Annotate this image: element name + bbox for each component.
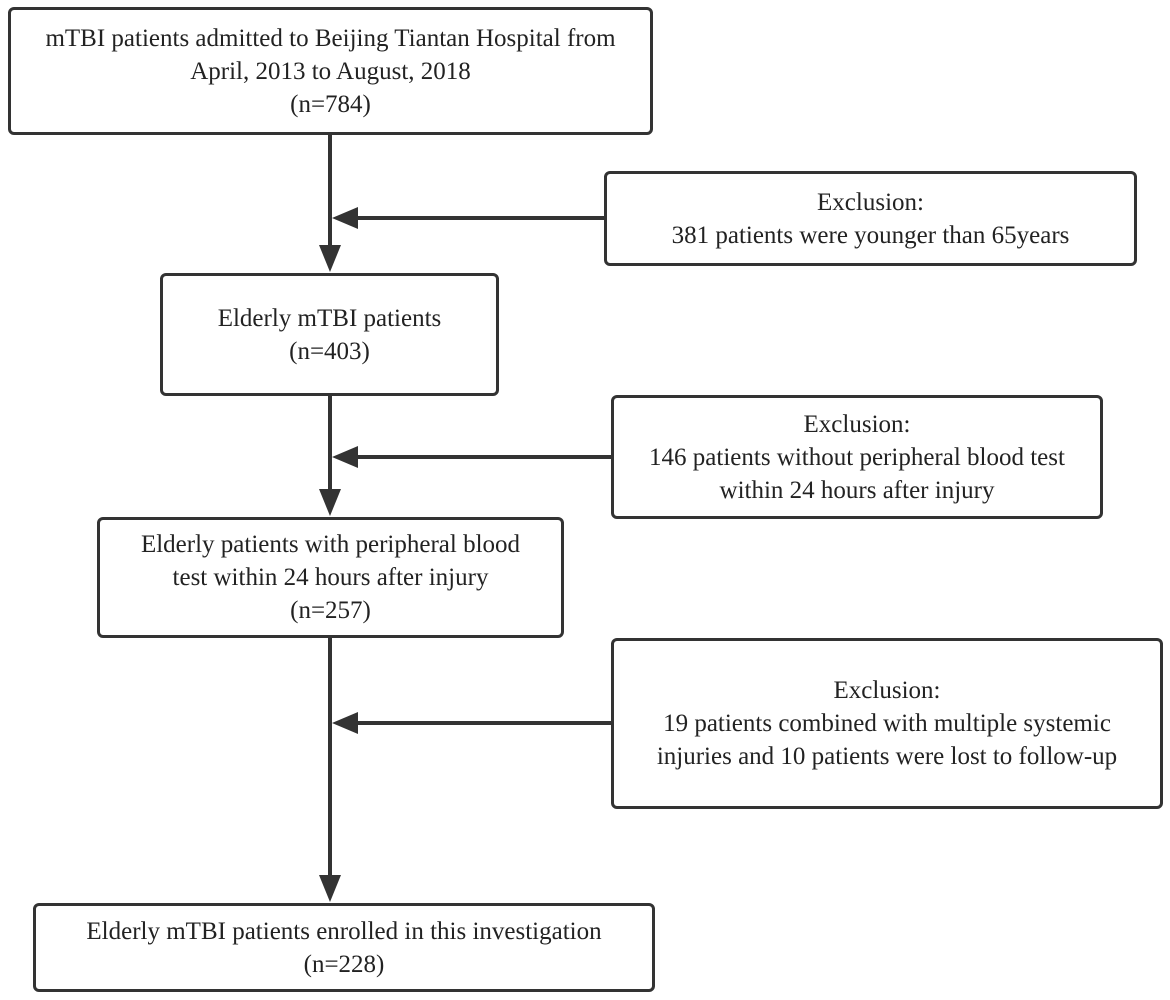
exclusion-box-age: Exclusion: 381 patients were younger tha… <box>604 171 1137 266</box>
exclusion-text: within 24 hours after injury <box>719 476 995 504</box>
arrowhead-left-3 <box>332 712 358 734</box>
step-box-elderly: Elderly mTBI patients (n=403) <box>160 273 499 396</box>
step-box-blood-test: Elderly patients with peripheral blood t… <box>97 517 564 638</box>
exclusion-box-injuries: Exclusion: 19 patients combined with mul… <box>611 638 1163 809</box>
arrowhead-down-1 <box>319 245 341 272</box>
step-count: (n=228) <box>303 950 385 978</box>
step-box-enrolled: Elderly mTBI patients enrolled in this i… <box>33 903 655 992</box>
step-text: Elderly mTBI patients <box>217 304 442 332</box>
exclusion-text: injuries and 10 patients were lost to fo… <box>656 743 1118 770</box>
step-text: April, 2013 to August, 2018 <box>190 57 471 85</box>
step-text: test within 24 hours after injury <box>172 564 489 591</box>
step-text: Elderly patients with peripheral blood <box>140 531 521 558</box>
step-count: (n=257) <box>290 597 371 624</box>
exclusion-text: 19 patients combined with multiple syste… <box>663 710 1111 737</box>
step-text: mTBI patients admitted to Beijing Tianta… <box>45 24 616 52</box>
arrowhead-down-3 <box>319 875 341 902</box>
arrowhead-left-1 <box>332 207 358 229</box>
step-box-admitted: mTBI patients admitted to Beijing Tianta… <box>8 7 653 135</box>
exclusion-heading: Exclusion: <box>817 188 924 216</box>
exclusion-heading: Exclusion: <box>833 677 941 704</box>
arrowhead-down-2 <box>319 489 341 516</box>
exclusion-box-blood-test: Exclusion: 146 patients without peripher… <box>611 395 1103 519</box>
step-text: Elderly mTBI patients enrolled in this i… <box>86 917 602 945</box>
exclusion-text: 381 patients were younger than 65years <box>671 221 1070 249</box>
exclusion-heading: Exclusion: <box>803 410 911 438</box>
step-count: (n=784) <box>290 90 371 118</box>
arrowhead-left-2 <box>332 446 358 468</box>
exclusion-text: 146 patients without peripheral blood te… <box>649 443 1065 471</box>
step-count: (n=403) <box>289 337 370 365</box>
